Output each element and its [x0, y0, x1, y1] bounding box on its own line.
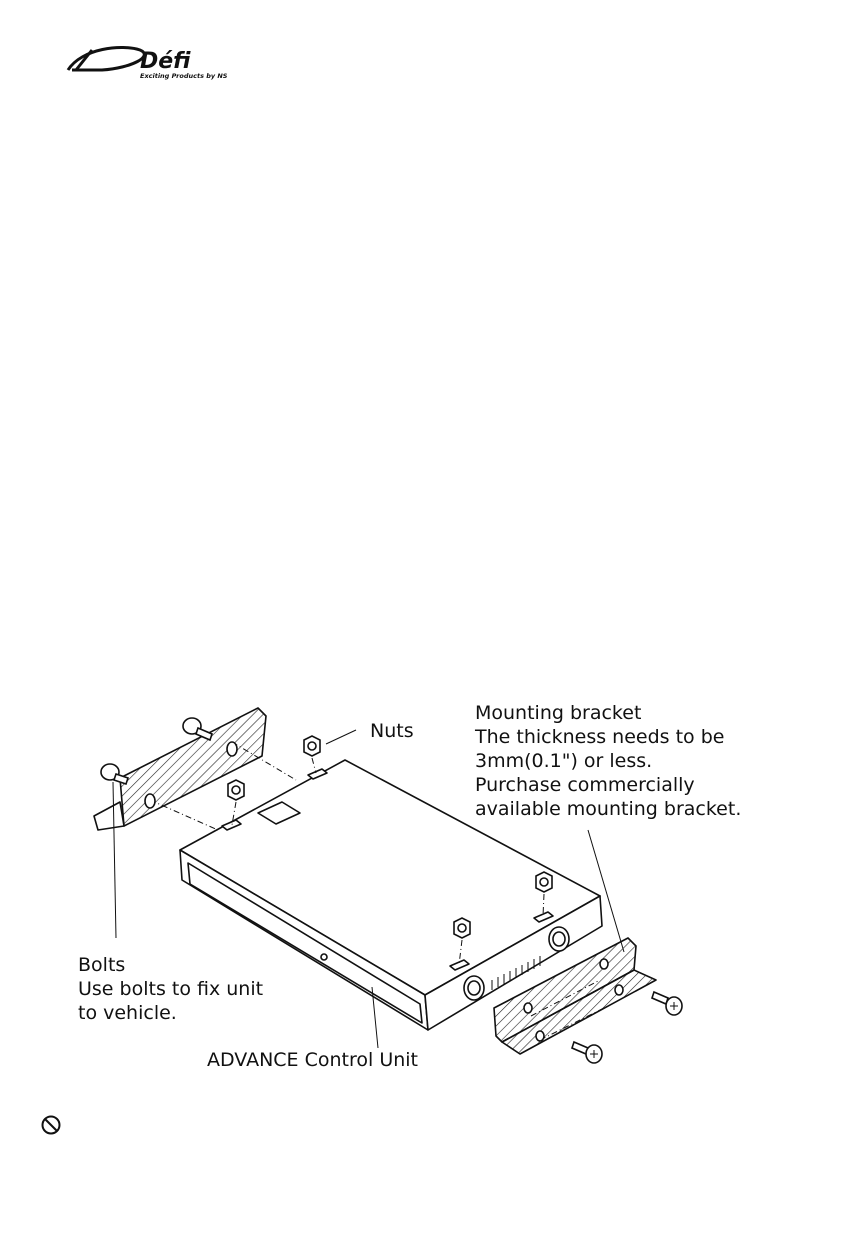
nuts-leader	[326, 730, 356, 744]
bolts-label-line-3: to vehicle.	[78, 1001, 263, 1025]
bracket-label-line-5: available mounting bracket.	[475, 797, 741, 821]
bolts-label-line-2: Use bolts to fix unit	[78, 977, 263, 1001]
unit-label: ADVANCE Control Unit	[207, 1048, 418, 1072]
bracket-label-line-1: Mounting bracket	[475, 701, 741, 725]
bracket-label-line-2: The thickness needs to be	[475, 725, 741, 749]
bracket-leader	[588, 830, 624, 952]
logo-tagline: Exciting Products by NS	[140, 72, 228, 80]
bracket-label: Mounting bracket The thickness needs to …	[475, 701, 741, 821]
bracket-label-line-3: 3mm(0.1") or less.	[475, 749, 741, 773]
bolts-label-line-1: Bolts	[78, 953, 263, 977]
nuts-label: Nuts	[370, 719, 414, 743]
prohibition-icon	[40, 1114, 62, 1136]
logo-brand: Défi	[140, 49, 191, 74]
defi-logo: Défi Exciting Products by NS	[62, 40, 242, 88]
bolts-label: Bolts Use bolts to fix unit to vehicle.	[78, 953, 263, 1025]
left-mounting-bracket	[94, 708, 266, 830]
bracket-label-line-4: Purchase commercially	[475, 773, 741, 797]
